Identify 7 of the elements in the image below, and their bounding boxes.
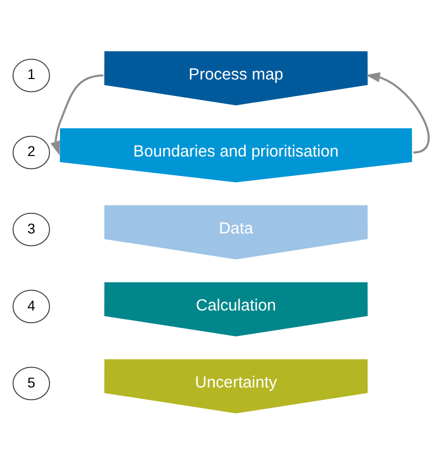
node-ellipse: 5 [12, 366, 50, 400]
node-ellipse: 1 [12, 58, 50, 92]
node-ellipse: 3 [12, 212, 50, 246]
arrow [50, 74, 103, 155]
node-ellipse: 4 [12, 289, 50, 323]
node-ellipse: 2 [12, 135, 50, 169]
arrow [365, 72, 429, 153]
